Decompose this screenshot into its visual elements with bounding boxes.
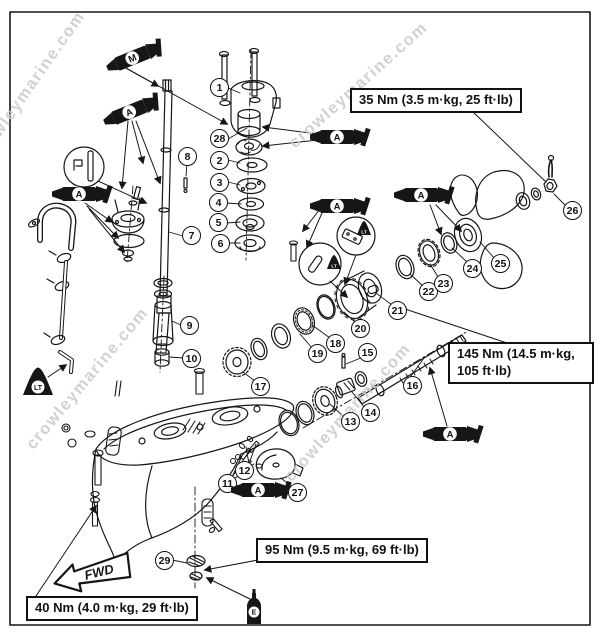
part-number-badge: 29	[155, 551, 174, 570]
applicator-marker-a: A	[50, 180, 114, 208]
part-number-badge: 9	[180, 316, 199, 335]
torque-callout: 95 Nm (9.5 m·kg, 69 ft·lb)	[256, 538, 428, 563]
fwd-direction-arrow: FWD	[48, 546, 145, 607]
part-number-badge: 7	[182, 226, 201, 245]
driveshaft-sleeve	[152, 275, 174, 373]
part-number-badge: 17	[251, 377, 270, 396]
svg-text:LT: LT	[361, 230, 367, 236]
svg-text:FWD: FWD	[83, 561, 116, 583]
applicator-marker-lt: LT	[20, 366, 56, 396]
part-number-badge: 23	[434, 274, 453, 293]
svg-text:A: A	[124, 107, 135, 120]
part-number-badge: 28	[210, 129, 229, 148]
drive-shaft	[155, 79, 173, 354]
part-number-badge: 10	[182, 349, 201, 368]
applicator-marker-lt: LT	[326, 254, 342, 270]
part-number-badge: 14	[361, 403, 380, 422]
leader-lines	[35, 65, 547, 600]
loctite-flag-mini-icon: LT	[327, 255, 341, 270]
torque-callout: 145 Nm (14.5 m·kg, 105 ft·lb)	[448, 342, 594, 384]
svg-text:A: A	[334, 132, 341, 143]
grease-tube-icon: A	[103, 92, 159, 125]
applicator-marker-e: E	[244, 588, 264, 626]
bearing-carrier	[334, 270, 383, 321]
oil-bottle-icon: E	[247, 589, 261, 624]
part-number-badge: 18	[326, 334, 345, 353]
svg-text:A: A	[255, 485, 262, 496]
trim-tab	[255, 448, 304, 480]
part-number-badge: 26	[563, 201, 582, 220]
svg-text:LT: LT	[34, 385, 43, 392]
border-frame	[9, 11, 591, 626]
part-number-badge: 13	[341, 412, 360, 431]
part-number-badge: 6	[211, 234, 230, 253]
part-number-badge: 21	[388, 301, 407, 320]
grease-tube-icon: A	[423, 424, 484, 444]
applicator-marker-a: A	[97, 86, 167, 136]
svg-text:LT: LT	[331, 264, 337, 270]
loctite-flag-icon: LT	[23, 367, 53, 395]
grease-tube-icon: A	[394, 185, 455, 205]
svg-text:E: E	[252, 610, 257, 617]
svg-text:A: A	[334, 201, 341, 212]
grease-tube-icon: M	[106, 38, 162, 71]
applicator-marker-a: A	[308, 123, 372, 151]
svg-text:A: A	[76, 189, 83, 200]
loctite-flag-mini-icon: LT	[357, 221, 371, 236]
applicator-marker-a: A	[308, 192, 372, 220]
grease-tube-icon: A	[52, 184, 113, 204]
ring-nut-group	[395, 232, 458, 280]
fwd-arrow-icon: FWD	[53, 551, 132, 593]
applicator-marker-a: A	[421, 420, 485, 448]
grease-tube-icon: A	[310, 196, 371, 216]
applicator-marker-lt: LT	[356, 220, 372, 236]
part-number-badge: 12	[235, 461, 254, 480]
part-number-badge: 16	[403, 376, 422, 395]
torque-callout: 35 Nm (3.5 m·kg, 25 ft·lb)	[350, 88, 522, 113]
housing-hardware	[61, 240, 299, 534]
part-number-badge: 19	[308, 344, 327, 363]
applicator-marker-a: A	[229, 476, 293, 504]
part-number-badge: 15	[358, 343, 377, 362]
water-pump-stack	[183, 47, 281, 261]
part-number-badge: 27	[288, 483, 307, 502]
part-number-badge: 5	[209, 213, 228, 232]
grease-tube-icon: A	[310, 127, 371, 147]
part-number-badge: 20	[351, 319, 370, 338]
svg-text:A: A	[447, 429, 454, 440]
part-number-badge: 4	[209, 193, 228, 212]
part-number-badge: 24	[463, 259, 482, 278]
grease-tube-icon: A	[231, 480, 292, 500]
lower-nut-stack	[186, 486, 206, 589]
propeller	[449, 154, 558, 290]
detail-circle-pin-lt	[298, 242, 349, 299]
part-number-badge: 25	[491, 254, 510, 273]
oil-seal-housing	[111, 185, 145, 263]
gear-train	[222, 294, 336, 378]
svg-text:M: M	[127, 52, 139, 65]
part-number-badge: 1	[210, 78, 229, 97]
svg-text:A: A	[418, 190, 425, 201]
applicator-marker-m: M	[100, 32, 170, 82]
torque-callout: 40 Nm (4.0 m·kg, 29 ft·lb)	[26, 596, 198, 621]
part-number-badge: 8	[178, 147, 197, 166]
part-number-badge: 2	[210, 151, 229, 170]
propeller-shaft-group	[278, 330, 469, 437]
applicator-marker-a: A	[392, 181, 456, 209]
part-number-badge: 3	[210, 173, 229, 192]
shift-rod-assembly	[27, 202, 77, 374]
detail-circle-key-lt	[336, 216, 376, 286]
